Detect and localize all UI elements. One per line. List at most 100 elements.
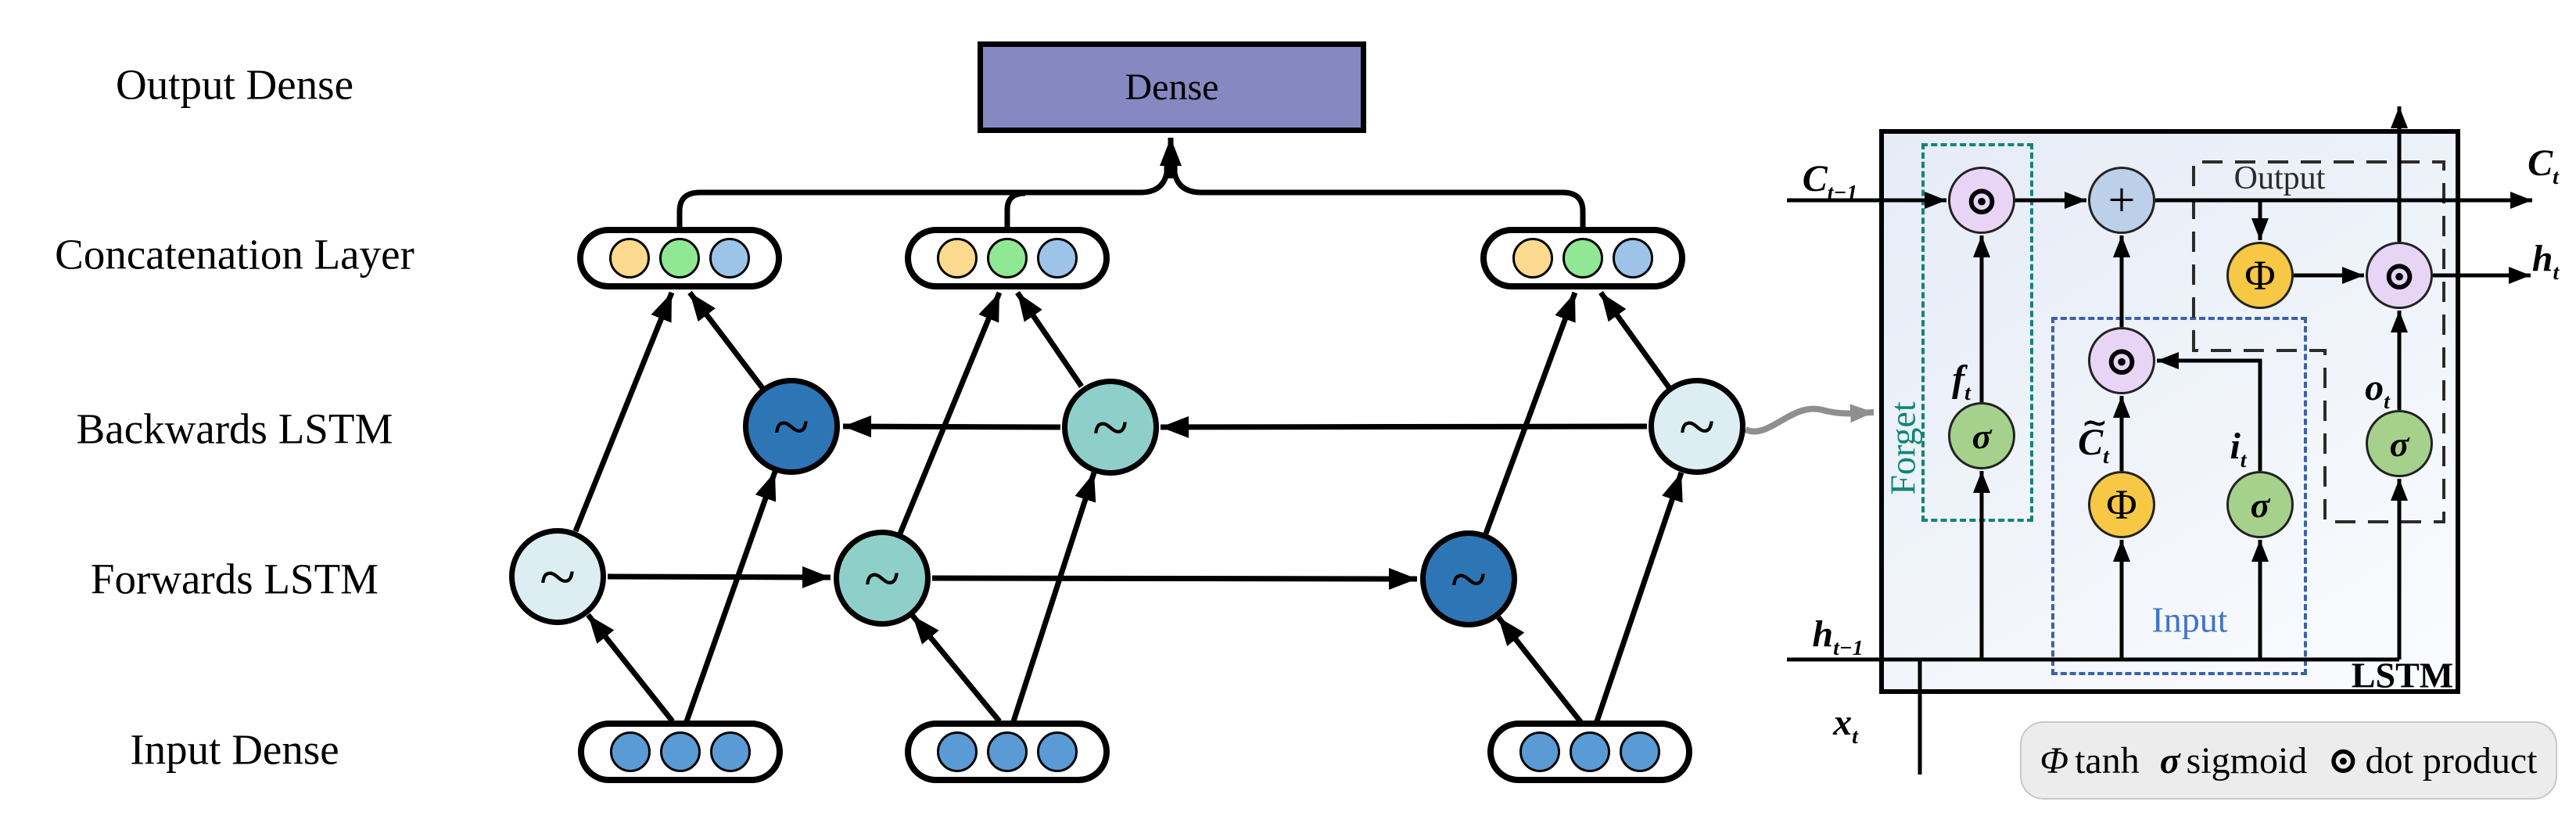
i-t-sub: t bbox=[2240, 447, 2247, 473]
forget-sigmoid-node: σ bbox=[1948, 402, 2015, 469]
bus-middle-tee bbox=[1004, 190, 1026, 230]
tanh-glyph: Φ bbox=[2244, 252, 2276, 299]
label-c-next: Ct bbox=[2528, 142, 2559, 190]
concat-neuron-blue bbox=[1613, 238, 1653, 279]
arrow-f3-cc3 bbox=[1483, 291, 1578, 535]
c-prev-sub: t−1 bbox=[1827, 180, 1858, 205]
cell-arrows bbox=[1787, 106, 2532, 774]
tanh-glyph: Φ bbox=[2106, 481, 2137, 528]
arrow-f1-cc1 bbox=[572, 291, 675, 533]
c-tilde-wrap: ∼C bbox=[2078, 405, 2108, 464]
backwards-lstm-unit-2: ~ bbox=[1062, 379, 1159, 476]
backwards-lstm-unit-1: ~ bbox=[743, 378, 840, 475]
legend-item-dot-product: ⊙dot product bbox=[2327, 739, 2537, 782]
concat-capsule-3 bbox=[1480, 227, 1685, 289]
arrow-f2-cc2 bbox=[897, 291, 1003, 535]
input-neuron bbox=[937, 731, 978, 772]
concat-neuron-green bbox=[659, 238, 700, 279]
bus-left bbox=[676, 163, 1170, 230]
o-t-base: o bbox=[2365, 367, 2384, 409]
dot-product-label: dot product bbox=[2365, 740, 2538, 782]
lstm-unit-glyph: ~ bbox=[863, 541, 901, 616]
sigmoid-glyph: σ bbox=[1971, 415, 1992, 456]
forget-dot-product-node: ⊙ bbox=[1948, 167, 2015, 234]
input-gate-label: Input bbox=[2151, 599, 2228, 640]
lstm-cell-title: LSTM bbox=[2351, 655, 2454, 695]
input-capsule-3 bbox=[1487, 721, 1692, 783]
output-gate-label: Output bbox=[2233, 160, 2326, 196]
label-h-prev: ht−1 bbox=[1812, 613, 1863, 661]
arrow-ic3-b3 bbox=[1593, 471, 1684, 725]
dense-box: Dense bbox=[978, 41, 1366, 133]
label-h-next: ht bbox=[2532, 237, 2559, 286]
input-neuron bbox=[987, 731, 1028, 772]
input-neuron bbox=[1519, 731, 1560, 772]
arrow-b3-cc3 bbox=[1598, 290, 1671, 390]
sigmoid-glyph: σ bbox=[2389, 423, 2409, 464]
input-capsule-2 bbox=[905, 721, 1110, 783]
concat-neuron-yellow bbox=[609, 238, 650, 279]
arrow-b1-cc1 bbox=[687, 290, 765, 390]
forwards-lstm-unit-3: ~ bbox=[1420, 530, 1517, 627]
input-capsule-1 bbox=[578, 721, 783, 783]
label-backwards-lstm: Backwards LSTM bbox=[76, 404, 393, 453]
output-dot-product-node: ⊙ bbox=[2366, 242, 2433, 309]
tilde-glyph: ∼ bbox=[2081, 404, 2108, 440]
c-next-sub: t bbox=[2553, 164, 2559, 189]
lstm-unit-glyph: ~ bbox=[1092, 390, 1129, 465]
arrow-b3-b2 bbox=[1160, 415, 1648, 438]
input-sigmoid-node: σ bbox=[2226, 471, 2294, 538]
label-o-t: ot bbox=[2365, 366, 2390, 415]
dense-box-label: Dense bbox=[1125, 66, 1219, 108]
arrow-ic1-b1 bbox=[683, 470, 778, 723]
input-neuron bbox=[1037, 731, 1078, 772]
input-neuron bbox=[1620, 731, 1660, 772]
lstm-unit-glyph: ~ bbox=[1678, 389, 1716, 464]
input-dot-product-node: ⊙ bbox=[2088, 327, 2155, 394]
c-tilde-sub: t bbox=[2103, 444, 2109, 469]
concat-neuron-green bbox=[987, 238, 1028, 279]
input-neuron bbox=[610, 731, 651, 772]
output-sigmoid-node: σ bbox=[2366, 410, 2433, 477]
concat-capsule-2 bbox=[905, 227, 1110, 289]
concat-capsule-1 bbox=[577, 227, 782, 289]
bus-right bbox=[1171, 163, 1586, 230]
h-next-base: h bbox=[2531, 238, 2553, 280]
sigmoid-symbol: σ bbox=[2159, 739, 2180, 782]
h-next-sub: t bbox=[2553, 260, 2560, 285]
concat-neuron-blue bbox=[709, 238, 750, 279]
c-tilde-base: C bbox=[2078, 422, 2104, 464]
lstm-unit-glyph: ~ bbox=[1450, 541, 1487, 616]
concat-neuron-green bbox=[1562, 238, 1603, 279]
x-t-base: x bbox=[1833, 702, 1853, 744]
forwards-lstm-unit-1: ~ bbox=[509, 528, 606, 625]
label-c-prev: Ct−1 bbox=[1803, 157, 1858, 206]
label-output-dense: Output Dense bbox=[116, 60, 353, 109]
arrow-ic1-f1 bbox=[586, 613, 675, 724]
sum-glyph: + bbox=[2108, 173, 2136, 227]
lstm-unit-glyph: ~ bbox=[539, 539, 576, 614]
concat-neuron-yellow bbox=[937, 238, 978, 279]
label-i-t: it bbox=[2230, 425, 2246, 473]
dot-product-symbol: ⊙ bbox=[2327, 740, 2359, 782]
arrow-f2-f3 bbox=[931, 567, 1418, 590]
arrow-b2-cc2 bbox=[1015, 291, 1084, 388]
c-prev-base: C bbox=[1802, 158, 1828, 200]
arrow-sigi-doti bbox=[2157, 352, 2262, 471]
x-t-sub: t bbox=[1852, 724, 1858, 749]
input-neuron bbox=[1570, 731, 1610, 772]
label-x-t: xt bbox=[1833, 701, 1858, 749]
o-t-sub: t bbox=[2384, 389, 2390, 414]
tanh-symbol: Φ bbox=[2040, 739, 2069, 782]
label-concatenation-layer: Concatenation Layer bbox=[55, 230, 414, 279]
output-gate-region bbox=[2192, 160, 2445, 523]
c-next-base: C bbox=[2528, 142, 2553, 185]
label-forwards-lstm: Forwards LSTM bbox=[90, 555, 379, 603]
h-prev-sub: t−1 bbox=[1833, 635, 1864, 660]
h-prev-base: h bbox=[1812, 613, 1834, 656]
forwards-lstm-unit-2: ~ bbox=[834, 530, 931, 627]
